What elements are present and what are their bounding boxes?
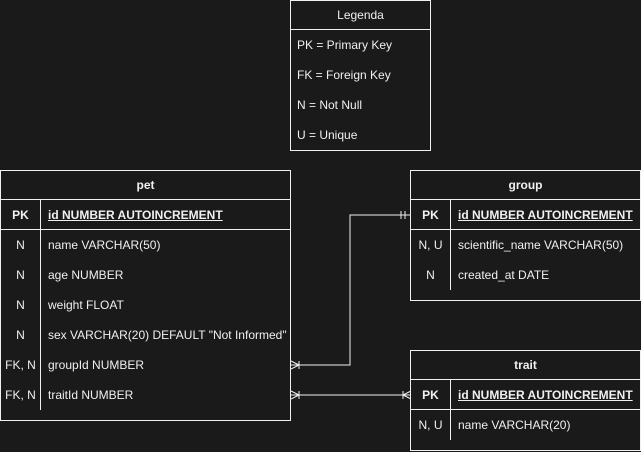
trait-pk-column: id NUMBER AUTOINCREMENT bbox=[458, 387, 633, 402]
pet-pk-column: id NUMBER AUTOINCREMENT bbox=[48, 207, 223, 222]
group-row-created-at: N created_at DATE bbox=[411, 260, 640, 290]
legend-item-pk: PK = Primary Key bbox=[297, 38, 393, 52]
pet-row-column: sex VARCHAR(20) DEFAULT "Not Informed" bbox=[48, 328, 287, 342]
entity-trait-title: trait bbox=[411, 351, 640, 380]
pet-row-column: traitId NUMBER bbox=[48, 388, 134, 402]
legend-item-u: U = Unique bbox=[297, 128, 358, 142]
pet-row-column: groupId NUMBER bbox=[48, 358, 145, 372]
pet-row-key: N bbox=[1, 260, 41, 290]
entity-pet-title: pet bbox=[1, 171, 290, 200]
pet-row-column: name VARCHAR(50) bbox=[48, 238, 161, 252]
group-row-key: N bbox=[411, 260, 451, 290]
pet-row-key: FK, N bbox=[1, 380, 41, 410]
pet-row-traitid: FK, N traitId NUMBER bbox=[1, 380, 290, 410]
trait-row-name: N, U name VARCHAR(20) bbox=[411, 410, 640, 440]
pet-row-column: age NUMBER bbox=[48, 268, 124, 282]
entity-group-title: group bbox=[411, 171, 640, 200]
trait-row-column: name VARCHAR(20) bbox=[458, 418, 571, 432]
edge-pet-trait bbox=[290, 390, 412, 400]
trait-row-key: N, U bbox=[411, 410, 451, 440]
pet-pk-row: PK id NUMBER AUTOINCREMENT bbox=[1, 200, 290, 230]
group-row-key: N, U bbox=[411, 230, 451, 260]
pet-row-name: N name VARCHAR(50) bbox=[1, 230, 290, 260]
group-pk-row: PK id NUMBER AUTOINCREMENT bbox=[411, 200, 640, 230]
pet-row-key: N bbox=[1, 230, 41, 260]
edge-pet-group bbox=[290, 211, 411, 370]
pet-row-weight: N weight FLOAT bbox=[1, 290, 290, 320]
pet-row-sex: N sex VARCHAR(20) DEFAULT "Not Informed" bbox=[1, 320, 290, 350]
entity-pet: pet PK id NUMBER AUTOINCREMENT N name VA… bbox=[0, 170, 291, 421]
pet-row-key: N bbox=[1, 290, 41, 320]
pet-row-key: FK, N bbox=[1, 350, 41, 380]
group-pk-key: PK bbox=[411, 200, 451, 229]
pet-row-key: N bbox=[1, 320, 41, 350]
group-pk-column: id NUMBER AUTOINCREMENT bbox=[458, 207, 633, 222]
pet-pk-key: PK bbox=[1, 200, 41, 229]
legend-title: Legenda bbox=[291, 1, 430, 30]
pet-row-column: weight FLOAT bbox=[48, 298, 124, 312]
group-row-column: created_at DATE bbox=[458, 268, 550, 282]
group-row-scientific-name: N, U scientific_name VARCHAR(50) bbox=[411, 230, 640, 260]
trait-pk-key: PK bbox=[411, 380, 451, 409]
entity-group: group PK id NUMBER AUTOINCREMENT N, U sc… bbox=[410, 170, 641, 301]
legend-item-n: N = Not Null bbox=[297, 98, 363, 112]
pet-row-groupid: FK, N groupId NUMBER bbox=[1, 350, 290, 380]
legend-box: Legenda PK = Primary Key FK = Foreign Ke… bbox=[290, 0, 431, 151]
entity-trait: trait PK id NUMBER AUTOINCREMENT N, U na… bbox=[410, 350, 641, 451]
group-row-column: scientific_name VARCHAR(50) bbox=[458, 238, 624, 252]
legend-item-fk: FK = Foreign Key bbox=[297, 68, 391, 82]
pet-row-age: N age NUMBER bbox=[1, 260, 290, 290]
trait-pk-row: PK id NUMBER AUTOINCREMENT bbox=[411, 380, 640, 410]
